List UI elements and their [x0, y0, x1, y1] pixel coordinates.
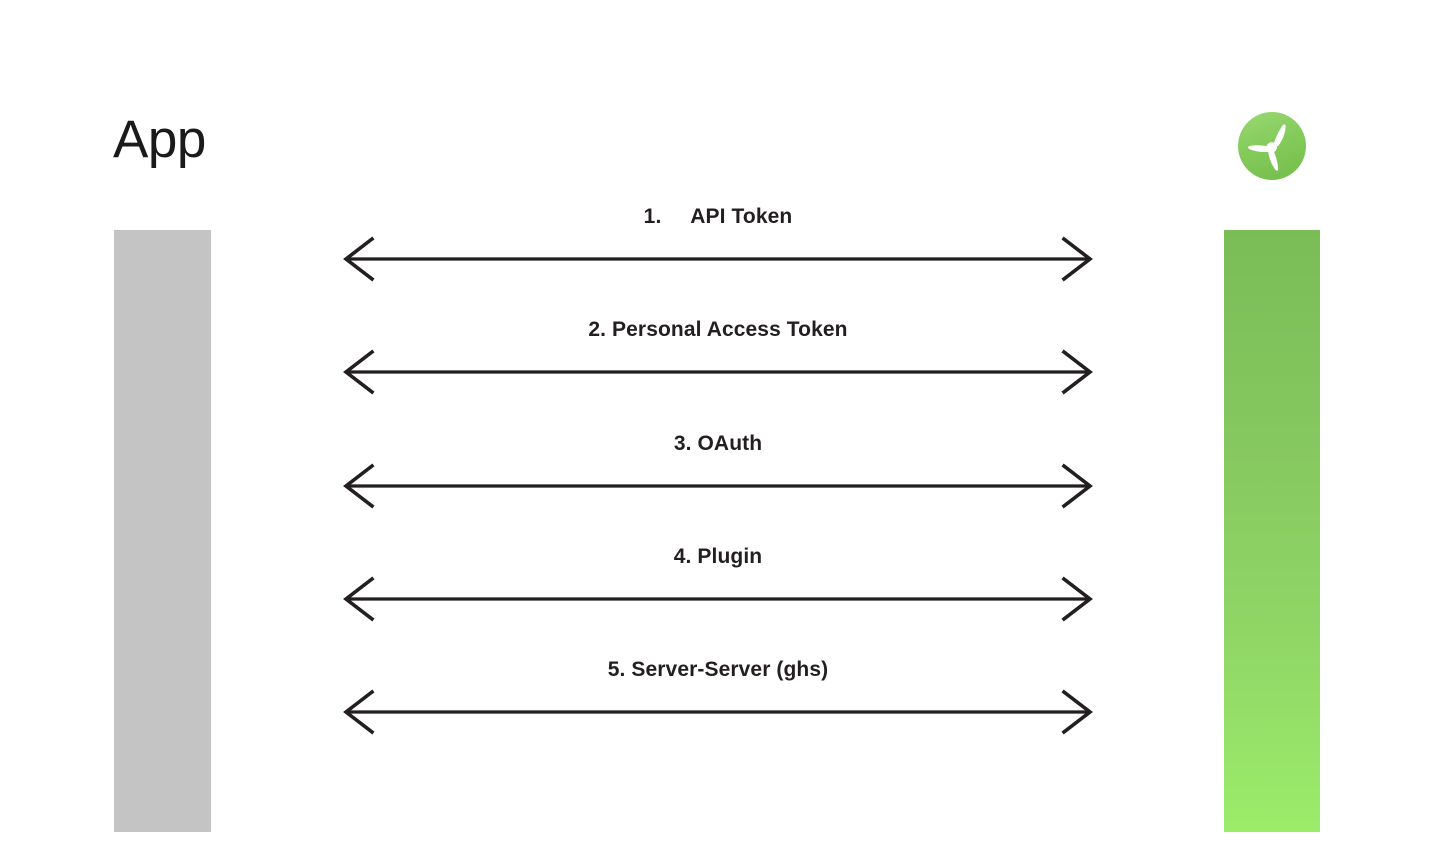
- bidirectional-arrow-icon: [343, 576, 1093, 622]
- bidirectional-arrow-icon: [343, 349, 1093, 395]
- message-label-5: 5. Server-Server (ghs): [607, 658, 829, 681]
- message-label-4: 4. Plugin: [673, 545, 763, 568]
- message-label-3: 3. OAuth: [673, 432, 763, 455]
- message-label-1: 1. API Token: [643, 205, 793, 228]
- message-row-3: 3. OAuth: [340, 432, 1096, 510]
- message-label-2: 2. Personal Access Token: [588, 318, 848, 341]
- page-title: App: [113, 110, 206, 169]
- service-lifeline-bar: [1224, 230, 1320, 832]
- bidirectional-arrow-icon: [343, 689, 1093, 735]
- message-row-4: 4. Plugin: [340, 545, 1096, 623]
- message-row-2: 2. Personal Access Token: [340, 318, 1096, 396]
- bidirectional-arrow-icon: [343, 236, 1093, 282]
- message-row-1: 1. API Token: [340, 205, 1096, 283]
- green-propeller-logo-icon: [1237, 111, 1307, 181]
- message-row-5: 5. Server-Server (ghs): [340, 658, 1096, 736]
- app-lifeline-bar: [114, 230, 211, 832]
- bidirectional-arrow-icon: [343, 463, 1093, 509]
